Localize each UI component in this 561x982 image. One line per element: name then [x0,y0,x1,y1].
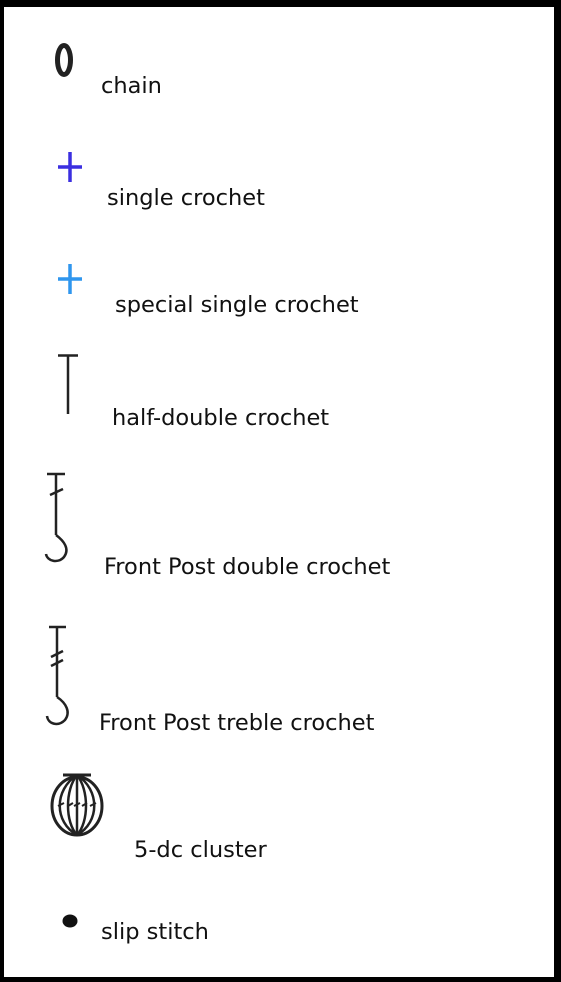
chain-icon [55,43,73,77]
half-double-crochet-icon [58,354,78,414]
legend-label-5-dc-cluster: 5-dc cluster [134,837,267,863]
special-single-crochet-icon [58,264,82,294]
legend-label-front-post-double-crochet: Front Post double crochet [104,554,391,580]
legend-label-single-crochet: single crochet [107,185,265,211]
legend-label-front-post-treble-crochet: Front Post treble crochet [99,710,375,736]
single-crochet-icon [58,152,82,182]
legend-label-special-single-crochet: special single crochet [115,292,359,318]
legend-label-chain: chain [101,73,162,99]
legend-label-half-double-crochet: half-double crochet [112,405,330,431]
front-post-double-crochet-icon [44,472,68,563]
legend-label-slip-stitch: slip stitch [101,919,209,945]
five-dc-cluster-icon [50,773,104,837]
slip-stitch-icon [62,914,78,928]
front-post-treble-crochet-icon [45,625,69,726]
